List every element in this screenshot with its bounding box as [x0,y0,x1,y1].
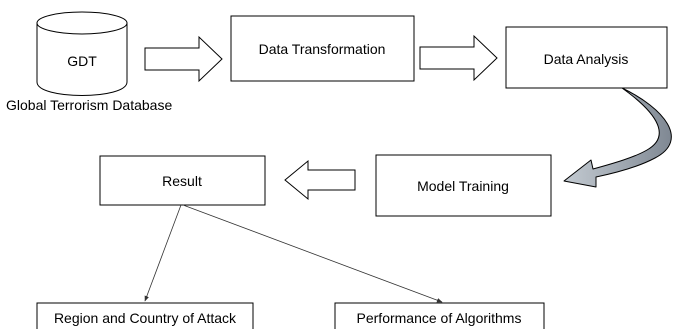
arrow-training-to-result [284,159,356,201]
gdt-label: GDT [67,53,97,69]
gdt-database-cylinder [36,11,128,96]
result-label: Result [162,173,202,189]
data-transformation-label: Data Transformation [259,41,386,57]
arrow-gdt-to-transformation [144,35,223,83]
data-analysis-box [505,26,668,89]
region-country-box [36,302,254,329]
data-analysis-label: Data Analysis [544,51,629,67]
model-training-box [375,154,552,217]
performance-algorithms-box [334,302,545,329]
performance-algorithms-label: Performance of Algorithms [357,310,522,326]
region-country-label: Region and Country of Attack [54,310,237,326]
connector-result-to-region [144,204,182,302]
database-caption: Global Terrorism Database [6,97,172,113]
result-box [99,155,266,206]
data-transformation-box [230,15,415,82]
arrow-transformation-to-analysis [419,34,498,82]
curved-arrow-analysis-to-training [563,87,672,188]
model-training-label: Model Training [417,178,509,194]
connector-result-to-performance [182,204,443,303]
